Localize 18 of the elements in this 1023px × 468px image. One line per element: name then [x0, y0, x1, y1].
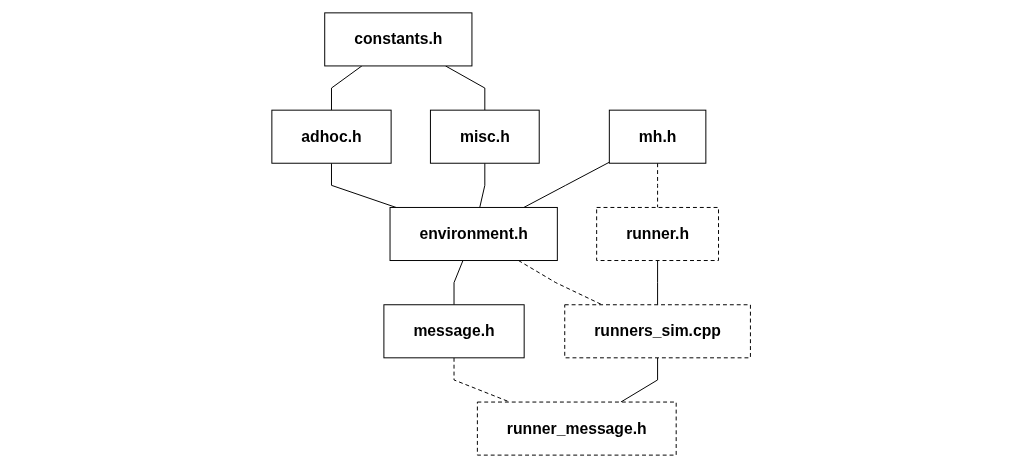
connector	[453, 357, 511, 403]
node-box: adhoc.h	[271, 109, 392, 164]
connector	[479, 162, 486, 208]
connector	[453, 260, 464, 306]
node-box: constants.h	[324, 12, 473, 67]
node-box: misc.h	[430, 109, 541, 164]
node-box: mh.h	[609, 109, 707, 164]
connector	[620, 357, 659, 403]
connector	[523, 161, 611, 208]
connector	[445, 65, 486, 111]
connector	[657, 260, 659, 306]
connector	[657, 162, 659, 208]
node-box: runners_sim.cpp	[564, 304, 752, 359]
node-box: environment.h	[389, 206, 559, 261]
node-box: runner_message.h	[477, 401, 677, 456]
node-box: message.h	[383, 304, 525, 359]
connector	[331, 65, 363, 111]
node-box: runner.h	[596, 206, 720, 261]
